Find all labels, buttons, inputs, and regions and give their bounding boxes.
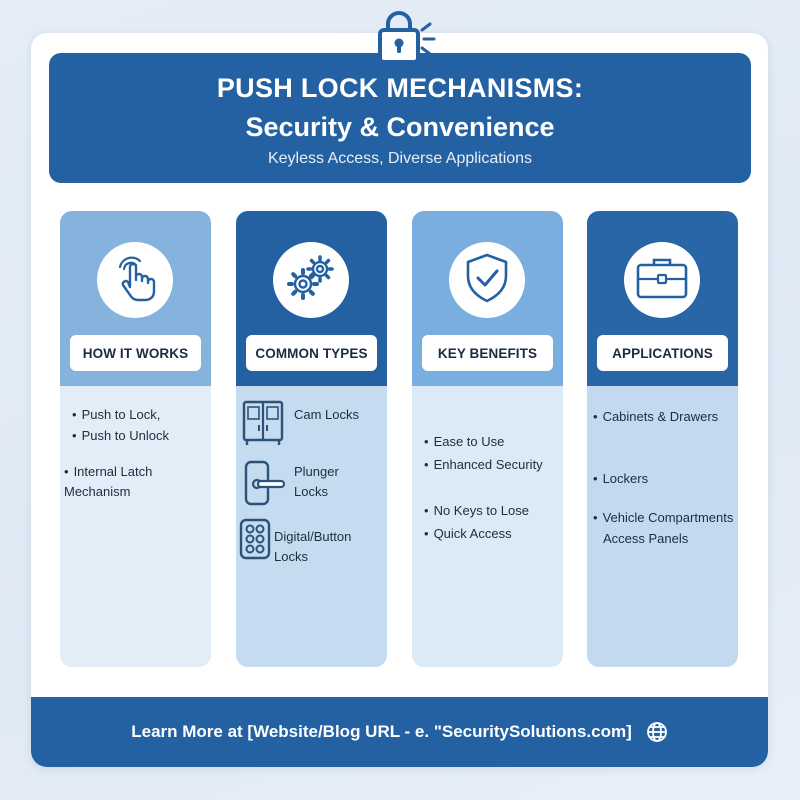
column-heading: APPLICATIONS (597, 335, 728, 371)
list-item: •Push to Lock, (72, 407, 161, 422)
list-item: •Vehicle Compartments (593, 510, 734, 525)
type-label-digital: Digital/Button Locks (274, 529, 352, 564)
footer-link-text[interactable]: Learn More at [Website/Blog URL - e. "Se… (131, 722, 632, 741)
page-title: PUSH LOCK MECHANISMS: (216, 73, 584, 103)
list-item: •Push to Unlock (72, 428, 169, 443)
list-item: •Quick Access (424, 526, 512, 541)
column-applications: APPLICATIONS •Cabinets & Drawers •Locker… (587, 211, 738, 667)
column-how-it-works: HOW IT WORKS •Push to Lock, •Push to Unl… (60, 211, 211, 667)
padlock-icon (377, 8, 437, 66)
shield-check-icon (463, 252, 511, 309)
type-label-locks: Locks (294, 484, 328, 499)
door-handle-icon (244, 460, 288, 511)
page-title-line2: Security & Convenience (245, 112, 555, 142)
footer-banner: Learn More at [Website/Blog URL - e. "Se… (31, 697, 768, 767)
briefcase-icon (635, 255, 689, 306)
icon-badge (273, 242, 349, 318)
header-banner: PUSH LOCK MECHANISMS: Security & Conveni… (49, 53, 751, 183)
column-common-types: COMMON TYPES Cam Locks Plunger Locks (236, 211, 387, 667)
list-item: •Ease to Use (424, 434, 505, 449)
type-label-plunger: Plunger (294, 464, 339, 479)
touch-hand-icon (110, 253, 160, 308)
column-body (412, 386, 563, 667)
column-header-area: COMMON TYPES (236, 211, 387, 386)
list-item: •Internal Latch Mechanism (64, 464, 153, 499)
list-item: Access Panels (603, 531, 689, 546)
column-heading: KEY BENEFITS (422, 335, 553, 371)
column-heading: COMMON TYPES (246, 335, 377, 371)
column-body (60, 386, 211, 667)
list-item: •Enhanced Security (424, 457, 543, 472)
column-key-benefits: KEY BENEFITS •Ease to Use •Enhanced Secu… (412, 211, 563, 667)
column-header-area: KEY BENEFITS (412, 211, 563, 386)
column-heading: HOW IT WORKS (70, 335, 201, 371)
column-header-area: APPLICATIONS (587, 211, 738, 386)
globe-icon[interactable] (646, 721, 668, 743)
type-label-cam-locks: Cam Locks (294, 407, 360, 422)
icon-badge (97, 242, 173, 318)
gears-icon (284, 251, 338, 310)
page-subtitle: Keyless Access, Diverse Applications (267, 150, 533, 167)
icon-badge (449, 242, 525, 318)
icon-badge (624, 242, 700, 318)
keypad-icon (239, 518, 271, 565)
list-item: •Cabinets & Drawers (593, 409, 719, 424)
column-body (587, 386, 738, 667)
column-header-area: HOW IT WORKS (60, 211, 211, 386)
list-item: •No Keys to Lose (424, 503, 529, 518)
list-item: •Lockers (593, 471, 649, 486)
cabinet-icon (241, 399, 285, 452)
